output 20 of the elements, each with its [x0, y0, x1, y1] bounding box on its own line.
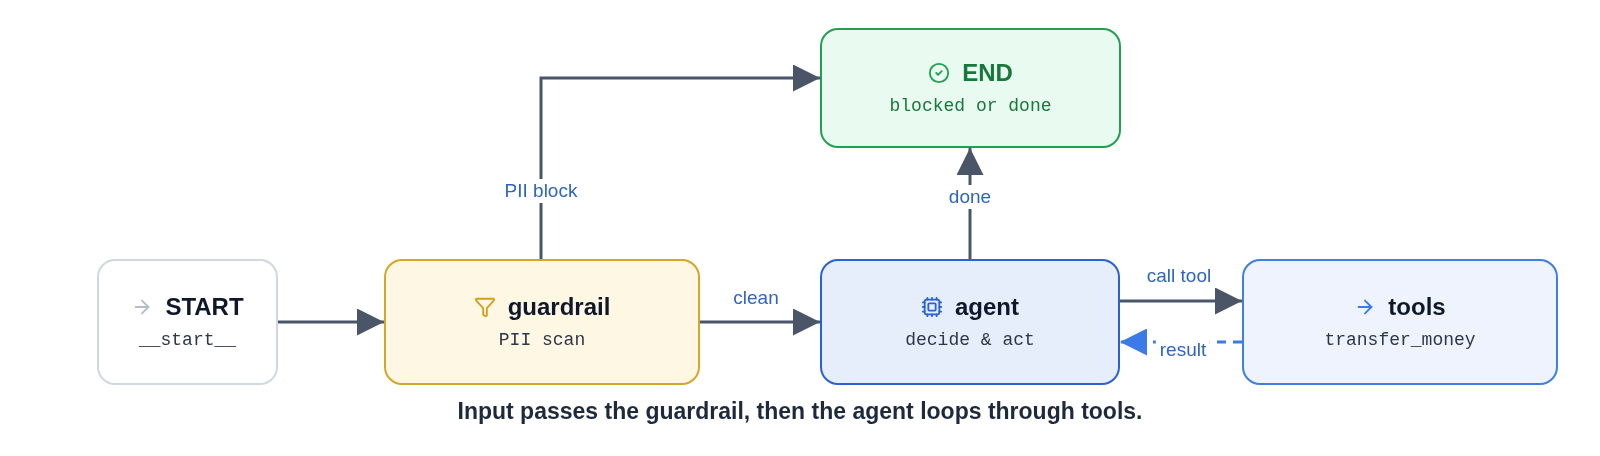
process-box [384, 259, 700, 385]
node-title: agent [955, 293, 1019, 321]
node-title: START [165, 293, 244, 321]
node-subtitle: decide & act [905, 329, 1035, 351]
arrow [1120, 287, 1242, 315]
arrow [700, 308, 820, 336]
arrow [278, 308, 384, 336]
node-subtitle: blocked or done [889, 95, 1052, 117]
terminal-box [97, 259, 278, 385]
node-subtitle: transfer_money [1324, 329, 1476, 351]
node-title: tools [1388, 293, 1446, 321]
terminal-box [820, 28, 1121, 148]
arrow [539, 64, 820, 259]
node-subtitle: __start__ [138, 329, 237, 351]
caption: Input passes the guardrail, then the agent loops through tools. [457, 397, 1143, 426]
node-subtitle: PII scan [498, 329, 586, 351]
process-box [1242, 259, 1558, 385]
node-title: END [962, 59, 1013, 87]
process-box [820, 259, 1120, 385]
node-title: guardrail [507, 293, 611, 321]
